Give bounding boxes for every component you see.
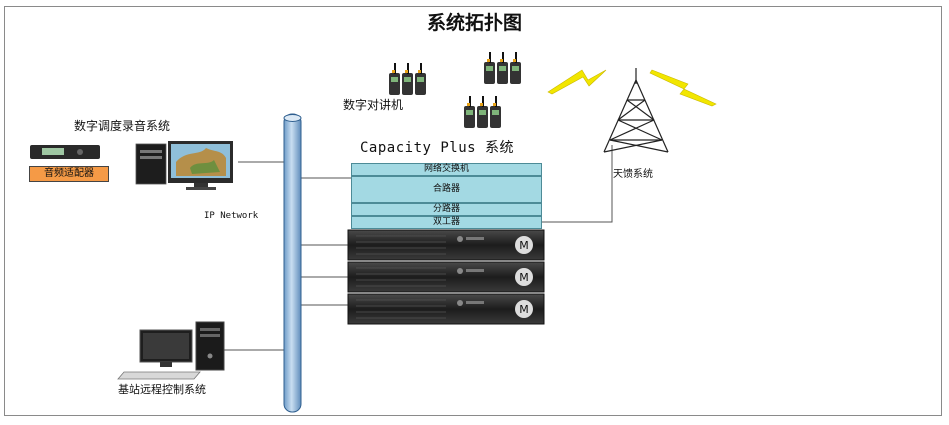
splitter-box: 分路器 xyxy=(351,203,542,216)
radio-group-right xyxy=(484,52,521,84)
svg-text:M: M xyxy=(519,303,529,316)
repeater-unit: M xyxy=(347,261,545,293)
svg-text:M: M xyxy=(519,271,529,284)
control-workstation-icon xyxy=(117,321,225,380)
repeater-unit: M xyxy=(347,229,545,261)
repeater-unit: M xyxy=(347,293,545,325)
repeater-rack: M M M xyxy=(347,229,545,325)
ip-network-label: IP Network xyxy=(204,211,259,221)
recording-system-label: 数字调度录音系统 xyxy=(74,119,171,133)
connection-lines xyxy=(224,145,613,351)
lightning-right-icon xyxy=(649,69,717,107)
remote-control-label: 基站远程控制系统 xyxy=(118,383,206,396)
combiner-box: 合路器 xyxy=(351,176,542,203)
svg-text:M: M xyxy=(519,239,529,252)
antenna-system-label: 天馈系统 xyxy=(613,169,653,180)
diagram-title: 系统拓扑图 xyxy=(426,12,522,34)
antenna-tower-icon xyxy=(603,68,669,153)
network-switch-box: 网络交换机 xyxy=(351,163,542,176)
radios-label: 数字对讲机 xyxy=(343,98,404,112)
lightning-left-icon xyxy=(547,69,607,95)
radio-group-left xyxy=(389,63,426,95)
ip-network-pipe xyxy=(283,113,302,413)
radio-group-bottom xyxy=(464,96,501,128)
duplexer-box: 双工器 xyxy=(351,216,542,229)
audio-adapter-box: 音频适配器 xyxy=(29,166,109,182)
link-antenna xyxy=(542,145,613,223)
recording-workstation-icon xyxy=(30,141,233,190)
diagram-frame xyxy=(4,6,942,416)
capacity-plus-label: Capacity Plus 系统 xyxy=(360,140,515,156)
